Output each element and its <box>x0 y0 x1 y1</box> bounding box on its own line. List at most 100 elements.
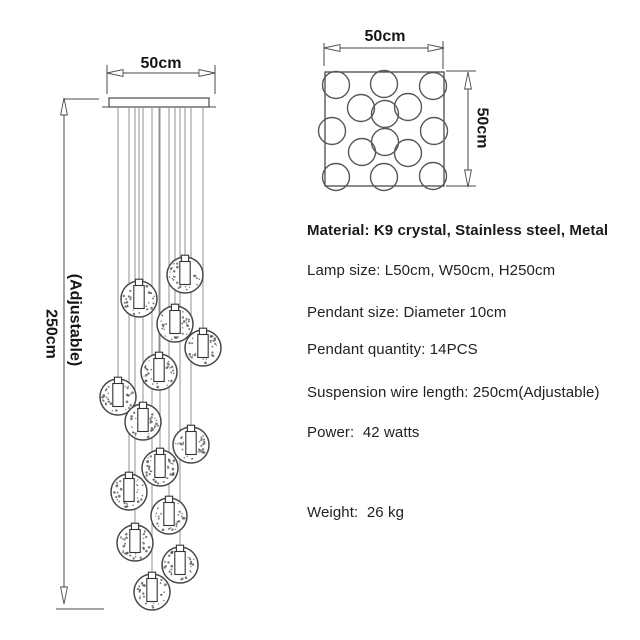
crystal-dot <box>146 308 149 311</box>
pendant-bulb <box>133 284 145 310</box>
crystal-dot <box>157 515 160 518</box>
crystal-dot <box>132 504 134 507</box>
crystal-dot <box>161 314 164 317</box>
crystal-dot <box>180 515 183 518</box>
crystal-dot <box>183 456 186 459</box>
crystal-dot <box>132 309 134 311</box>
crystal-dot <box>122 550 125 552</box>
crystal-dot <box>162 481 165 483</box>
pendant-bulb <box>179 260 191 286</box>
crystal-dot <box>181 448 184 451</box>
crystal-dot <box>173 279 175 281</box>
crystal-dot <box>178 510 181 513</box>
crystal-dot <box>136 491 138 494</box>
crystal-dot <box>142 533 145 536</box>
crystal-dot <box>104 403 108 406</box>
crystal-dot <box>160 320 163 322</box>
crystal-dot <box>127 407 130 409</box>
pendant-bulb <box>129 528 141 554</box>
crystal-dot <box>141 494 144 497</box>
crystal-dot <box>172 275 175 278</box>
crystal-dot <box>162 325 165 328</box>
pendant-ball <box>133 571 171 611</box>
crystal-dot <box>154 425 157 428</box>
crystal-dot <box>142 584 146 587</box>
crystal-dot <box>177 502 179 505</box>
crystal-dot <box>123 501 126 505</box>
top-view-pendant-circle <box>369 162 399 192</box>
crystal-dot <box>199 451 201 453</box>
crystal-dot <box>145 379 148 382</box>
crystal-dot <box>177 513 180 516</box>
arrowhead-right-icon <box>198 69 216 77</box>
crystal-dot <box>189 557 191 559</box>
side-width-label: 50cm <box>141 55 182 72</box>
crystal-dot <box>156 522 159 525</box>
crystal-dot <box>175 522 178 526</box>
crystal-dot <box>127 295 131 298</box>
crystal-dot <box>198 278 201 280</box>
crystal-dot <box>170 462 172 465</box>
crystal-dot <box>160 593 163 596</box>
crystal-dot <box>125 298 128 301</box>
crystal-dot <box>123 538 126 541</box>
crystal-dot <box>167 554 171 557</box>
crystal-dot <box>145 284 149 288</box>
crystal-dot <box>107 385 110 388</box>
side-height-label: 250cm <box>43 309 60 359</box>
crystal-dot <box>155 512 158 515</box>
crystal-dot <box>176 281 179 284</box>
crystal-dot <box>140 581 144 585</box>
top-view-diagram: 50cm 50cm <box>317 28 491 192</box>
crystal-dot <box>102 393 105 397</box>
crystal-dot <box>181 332 184 335</box>
crystal-dot <box>214 342 217 345</box>
crystal-dot <box>134 435 137 437</box>
crystal-dot <box>167 360 170 363</box>
crystal-dot <box>148 360 150 362</box>
crystal-dot <box>189 558 192 561</box>
crystal-dot <box>185 321 188 324</box>
arrowhead-down-icon <box>60 586 68 605</box>
pendant-ball <box>124 401 162 441</box>
top-view-pendant-circle <box>321 162 351 192</box>
crystal-dot <box>147 545 151 549</box>
crystal-dot <box>129 393 132 395</box>
crystal-dot <box>149 455 152 458</box>
crystal-dot <box>181 316 185 319</box>
arrowhead-right-icon <box>427 44 445 52</box>
crystal-dot <box>125 536 128 540</box>
crystal-dot <box>154 480 157 483</box>
crystal-dot <box>140 498 143 501</box>
crystal-dot <box>209 339 212 342</box>
crystal-dot <box>104 389 107 392</box>
crystal-dot <box>181 326 184 329</box>
crystal-dot <box>201 448 205 451</box>
crystal-dot <box>154 417 156 419</box>
crystal-dot <box>107 398 110 401</box>
crystal-dot <box>121 537 123 540</box>
crystal-dot <box>172 269 176 273</box>
crystal-dot <box>157 424 160 427</box>
crystal-dot <box>147 372 150 375</box>
crystal-dot <box>160 578 163 582</box>
crystal-dot <box>189 562 193 565</box>
crystal-dot <box>215 344 218 346</box>
crystal-dot <box>164 583 167 587</box>
crystal-dot <box>179 285 182 288</box>
crystal-dot <box>174 276 176 278</box>
crystal-dot <box>152 302 155 305</box>
crystal-dot <box>200 436 203 439</box>
crystal-dot <box>181 516 185 520</box>
crystal-dot <box>136 587 139 591</box>
pendant-ball <box>141 447 179 487</box>
crystal-dot <box>149 419 152 422</box>
crystal-dot <box>170 568 173 571</box>
crystal-dot <box>173 336 177 339</box>
crystal-dot <box>146 464 149 467</box>
crystal-dot <box>181 512 183 515</box>
crystal-dot <box>188 341 191 345</box>
crystal-dot <box>147 457 149 459</box>
crystal-dot <box>169 267 172 270</box>
